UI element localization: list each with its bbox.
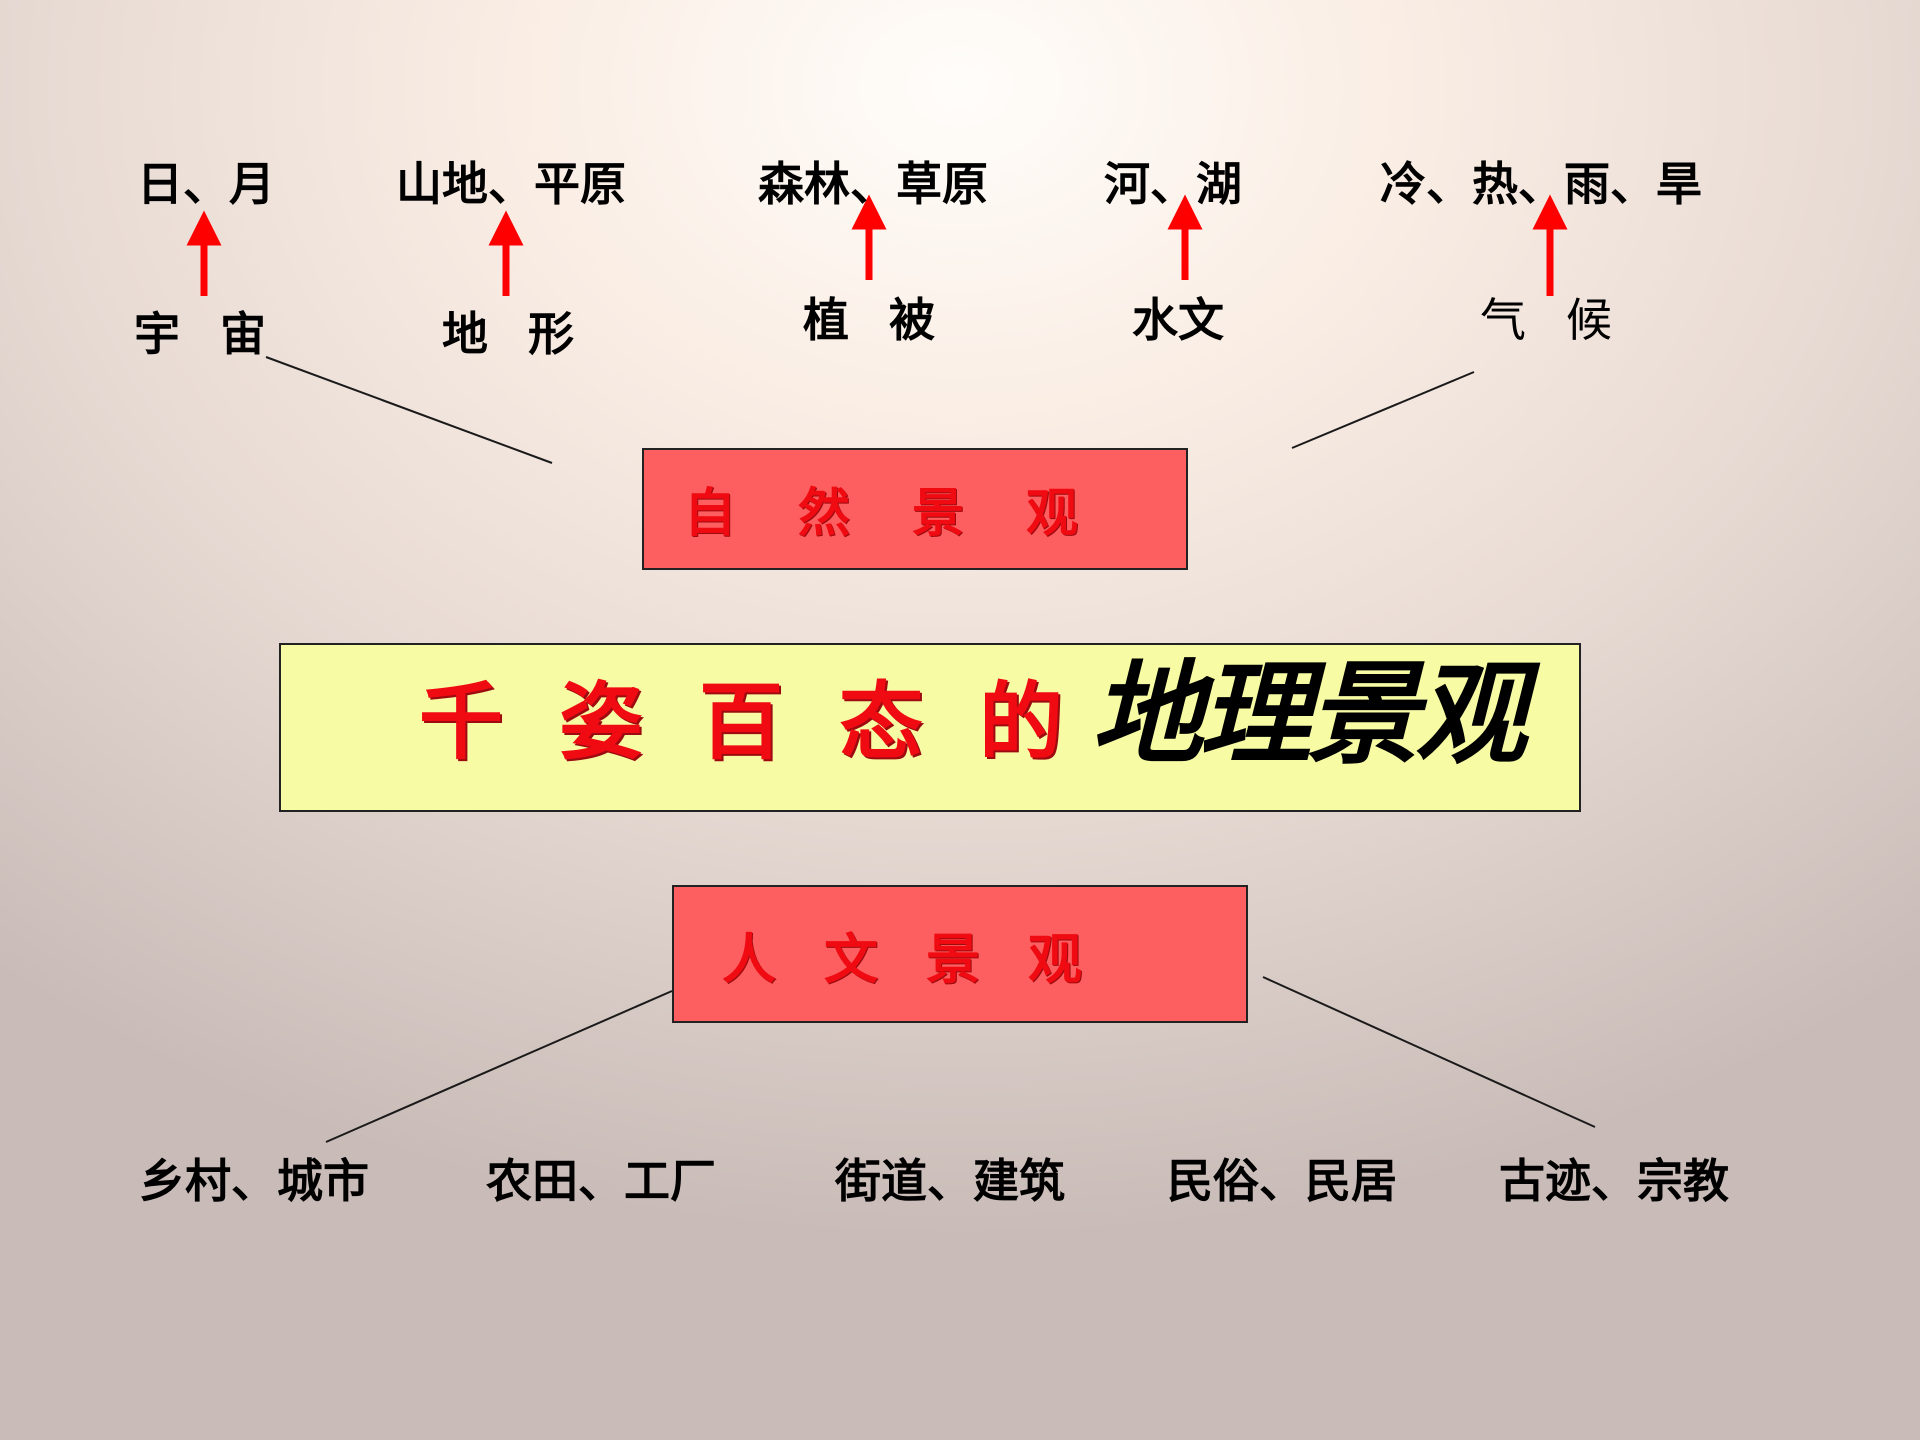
connector-line <box>1262 976 1596 1128</box>
top-item-mountain-plain: 山地、平原 <box>396 157 626 211</box>
connector-line <box>265 356 553 464</box>
bottom-item-relic-religion: 古迹、宗教 <box>1499 1154 1729 1208</box>
title-prefix: 千姿百态的 <box>419 672 1120 771</box>
page-title: 地理景观 <box>1091 650 1527 780</box>
category-hydrology: 水文 <box>1132 293 1224 347</box>
bottom-item-village-city: 乡村、城市 <box>139 1154 369 1208</box>
top-item-forest-grassland: 森林、草原 <box>758 157 988 211</box>
category-universe: 宇 宙 <box>133 307 279 361</box>
top-item-river-lake: 河、湖 <box>1104 157 1242 211</box>
natural-landscape-box: 自然景观 <box>642 448 1188 570</box>
human-landscape-label: 人文景观 <box>722 927 1130 991</box>
bottom-item-folk-dwelling: 民俗、民居 <box>1167 1154 1397 1208</box>
top-item-weather: 冷、热、雨、旱 <box>1380 157 1702 211</box>
category-climate: 气候 <box>1480 293 1652 347</box>
bottom-item-street-building: 街道、建筑 <box>835 1154 1065 1208</box>
category-landform: 地 形 <box>441 307 587 361</box>
connector-line <box>1291 371 1475 449</box>
connector-line <box>325 990 673 1143</box>
natural-landscape-label: 自然景观 <box>684 483 1141 544</box>
human-landscape-box: 人文景观 <box>672 885 1248 1023</box>
title-box: 千姿百态的 地理景观 <box>279 643 1581 812</box>
category-vegetation: 植 被 <box>802 293 948 347</box>
top-item-sun-moon: 日、月 <box>137 157 275 211</box>
bottom-item-farmland-factory: 农田、工厂 <box>486 1154 716 1208</box>
